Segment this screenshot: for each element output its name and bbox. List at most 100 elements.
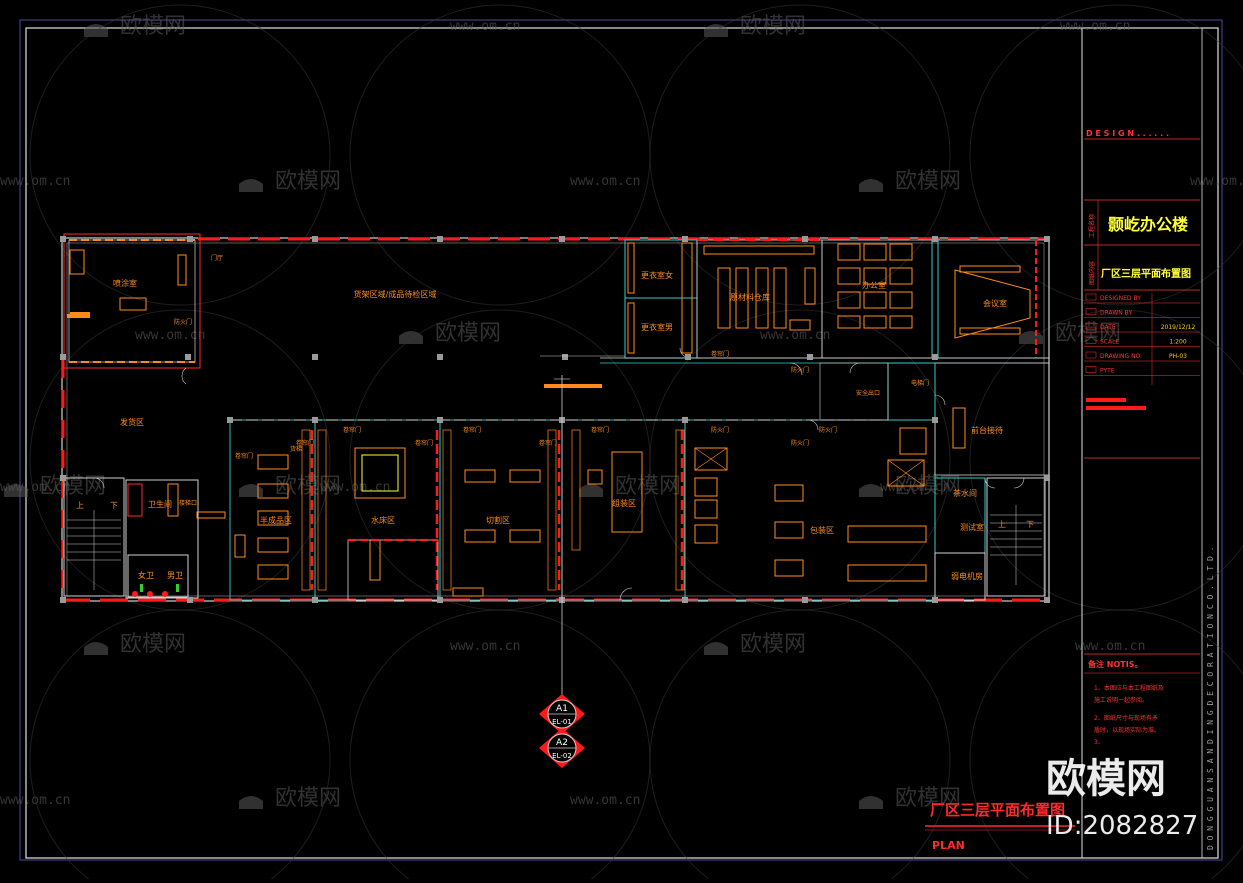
large-watermark-brand: 欧模网 — [1046, 756, 1166, 802]
room-label-front_desk: 前台接待 — [971, 425, 1003, 435]
room-label-changing_m: 更衣室男 — [641, 322, 673, 332]
note-line: 2、图纸尺寸与现场有矛 — [1094, 714, 1158, 722]
changing-rooms — [624, 239, 698, 359]
watermark-url: www.om.cn — [450, 19, 520, 34]
column — [312, 354, 318, 360]
meeting-table — [954, 265, 1031, 339]
warehouse-racks — [703, 245, 816, 331]
watermark-ring — [969, 609, 1243, 883]
watermark-url: www.om.cn — [135, 328, 205, 343]
workshop-row — [229, 419, 936, 601]
room-label-storage: 发货区 — [120, 417, 144, 427]
column — [1044, 236, 1050, 242]
column — [685, 354, 691, 360]
room-labels: 喷涂室货架区域/成品待检区域更衣室女更衣室男原材料仓库办公室会议室发货区卫生间女… — [76, 270, 1034, 581]
column — [60, 475, 66, 481]
callout-a1-ref: EL-01 — [552, 718, 572, 726]
watermark-brand: 欧模网 — [740, 14, 806, 39]
watermark-ring — [649, 609, 951, 883]
column — [1044, 597, 1050, 603]
building-outline-inner — [66, 242, 1045, 597]
room-label-zone5: 包装区 — [810, 525, 834, 535]
drawing-label: 图纸内容 — [1088, 261, 1096, 285]
room-label-zone2: 水床区 — [371, 515, 395, 525]
sofa-logo-icon — [84, 642, 108, 655]
watermark-url: www.om.cn — [450, 639, 520, 654]
column — [559, 236, 565, 242]
room-label-tea: 茶水间 — [953, 488, 977, 498]
watermark-brand: 欧模网 — [740, 632, 806, 657]
column — [802, 236, 808, 242]
structural-columns — [60, 236, 1050, 603]
room-label-elec: 弱电机房 — [951, 571, 983, 581]
room-label-test: 测试室 — [960, 522, 984, 532]
note-line: 1、本图应与本工程图纸及 — [1094, 684, 1164, 692]
room-label-stair_down_l: 下 — [110, 501, 118, 510]
crossed-racks — [694, 447, 925, 487]
column — [1044, 475, 1050, 481]
watermark-brand: 欧模网 — [275, 786, 341, 811]
column — [60, 597, 66, 603]
design-label: D E S I G N . . . . . . — [1086, 129, 1169, 138]
door-label: 防火门 — [791, 366, 809, 374]
room-label-women: 女卫 — [138, 570, 154, 580]
sofa-logo-icon — [4, 484, 28, 497]
watermark-url: www.om.cn — [760, 328, 830, 343]
drawing-name: 厂区三层平面布置图 — [1101, 267, 1191, 280]
sofa-logo-icon — [579, 484, 603, 497]
sink-fixtures — [140, 584, 179, 592]
watermark-url: www.om.cn — [570, 793, 640, 808]
vertical-company-text: D O N G G U A N S A N D I N G D E C O R … — [1206, 547, 1215, 850]
column — [187, 597, 193, 603]
project-name: 颢屹办公楼 — [1108, 215, 1188, 234]
door-label: 防火门 — [711, 426, 729, 434]
title-block-key: DATE — [1100, 324, 1116, 331]
watermark-url: www.om.cn — [1190, 174, 1243, 189]
door-swings — [93, 347, 1025, 601]
room-label-stair_down_r: 下 — [1026, 520, 1034, 529]
door-label: 防火门 — [819, 426, 837, 434]
spray-room-inner — [68, 239, 196, 363]
door-label: 卷帘门 — [711, 350, 729, 358]
room-label-zone3: 切割区 — [486, 515, 510, 525]
drawing-title: 厂区三层平面布置图 — [930, 801, 1065, 819]
column — [187, 236, 193, 242]
callout-a2[interactable]: A2 EL-02 — [539, 728, 585, 768]
room-label-stair_up_l: 上 — [76, 501, 84, 510]
toilet-fixtures — [132, 591, 168, 597]
room-label-men: 男卫 — [167, 571, 183, 580]
column — [437, 354, 443, 360]
room-label-changing_f: 更衣室女 — [641, 270, 673, 280]
watermark-brand: 欧模网 — [895, 786, 961, 811]
callout-a2-ref: EL-02 — [552, 752, 572, 760]
office-desks — [837, 243, 913, 329]
title-block-key: SCALE — [1100, 339, 1119, 346]
column — [682, 597, 688, 603]
notes-list: 1、本图应与本工程图纸及施工说明一起参阅。2、图纸尺寸与现场有矛盾时，以现场实际… — [1094, 684, 1164, 746]
column — [227, 417, 233, 423]
spray-room — [63, 233, 201, 369]
watermark-brand: 欧模网 — [120, 14, 186, 39]
column — [932, 597, 938, 603]
left-stair-treads — [67, 510, 121, 590]
column — [932, 236, 938, 242]
watermark-url: www.om.cn — [1075, 639, 1145, 654]
lift-core — [887, 362, 936, 421]
column — [185, 354, 191, 360]
room-label-office: 办公室 — [862, 280, 886, 290]
column — [437, 236, 443, 242]
column — [437, 417, 443, 423]
watermark-url: www.om.cn — [880, 480, 950, 495]
callout-a2-tag: A2 — [556, 738, 568, 748]
room-label-meeting: 会议室 — [983, 298, 1007, 308]
watermark-ring — [29, 609, 331, 883]
column — [807, 354, 813, 360]
watermark-ring — [969, 4, 1243, 306]
door-label: 防火门 — [174, 318, 192, 326]
note-line: 盾时，以现场实际为准。 — [1094, 726, 1160, 734]
watermark-brand: 欧模网 — [895, 169, 961, 194]
project-label: 工程名称 — [1088, 214, 1096, 238]
sheet-inner-border — [25, 27, 1219, 859]
